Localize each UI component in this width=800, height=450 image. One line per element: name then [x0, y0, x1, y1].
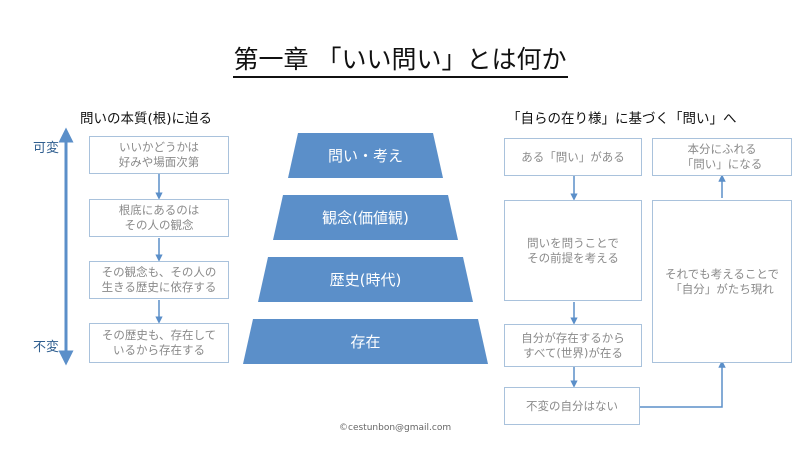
axis-label-variable: 可変 — [33, 141, 60, 156]
right-box-e: それでも考えることで 「自分」がたち現れ — [652, 200, 792, 363]
left-box-1: いいかどうかは 好みや場面次第 — [89, 136, 229, 174]
right-box-f: 本分にふれる 「問い」になる — [652, 138, 792, 176]
left-box-2: 根底にあるのは その人の観念 — [89, 199, 229, 237]
right-box-b: 問いを問うことで その前提を考える — [504, 200, 642, 301]
left-heading: 問いの本質(根)に迫る — [80, 111, 213, 127]
pyramid-label-1: 問い・考え — [327, 147, 403, 165]
pyramid-label-4: 存在 — [350, 333, 381, 351]
left-box-3: その観念も、その人の 生きる歴史に依存する — [89, 261, 229, 299]
title-underline — [233, 76, 568, 78]
pyramid-shape-3 — [258, 257, 473, 302]
credit-email: ©cestunbon@gmail.com — [339, 423, 452, 433]
page-title: 第一章 「いい問い」とは何か — [233, 45, 567, 74]
right-arrow-d-e — [640, 360, 726, 408]
right-box-c: 自分が存在するから すべて(世界)が在る — [504, 324, 642, 367]
pyramid-shape-1 — [288, 133, 443, 178]
right-box-a: ある「問い」がある — [504, 138, 642, 176]
right-box-d: 不変の自分はない — [504, 387, 640, 425]
pyramid-shape-2 — [273, 195, 458, 240]
pyramid-label-3: 歴史(時代) — [329, 271, 402, 289]
right-heading: 「自らの在り様」に基づく「問い」へ — [507, 111, 737, 127]
pyramid-shape-4 — [243, 319, 488, 364]
left-box-4: その歴史も、存在して いるから存在する — [89, 323, 229, 363]
axis-label-invariant: 不変 — [33, 340, 60, 355]
pyramid-label-2: 観念(価値観) — [322, 209, 409, 227]
